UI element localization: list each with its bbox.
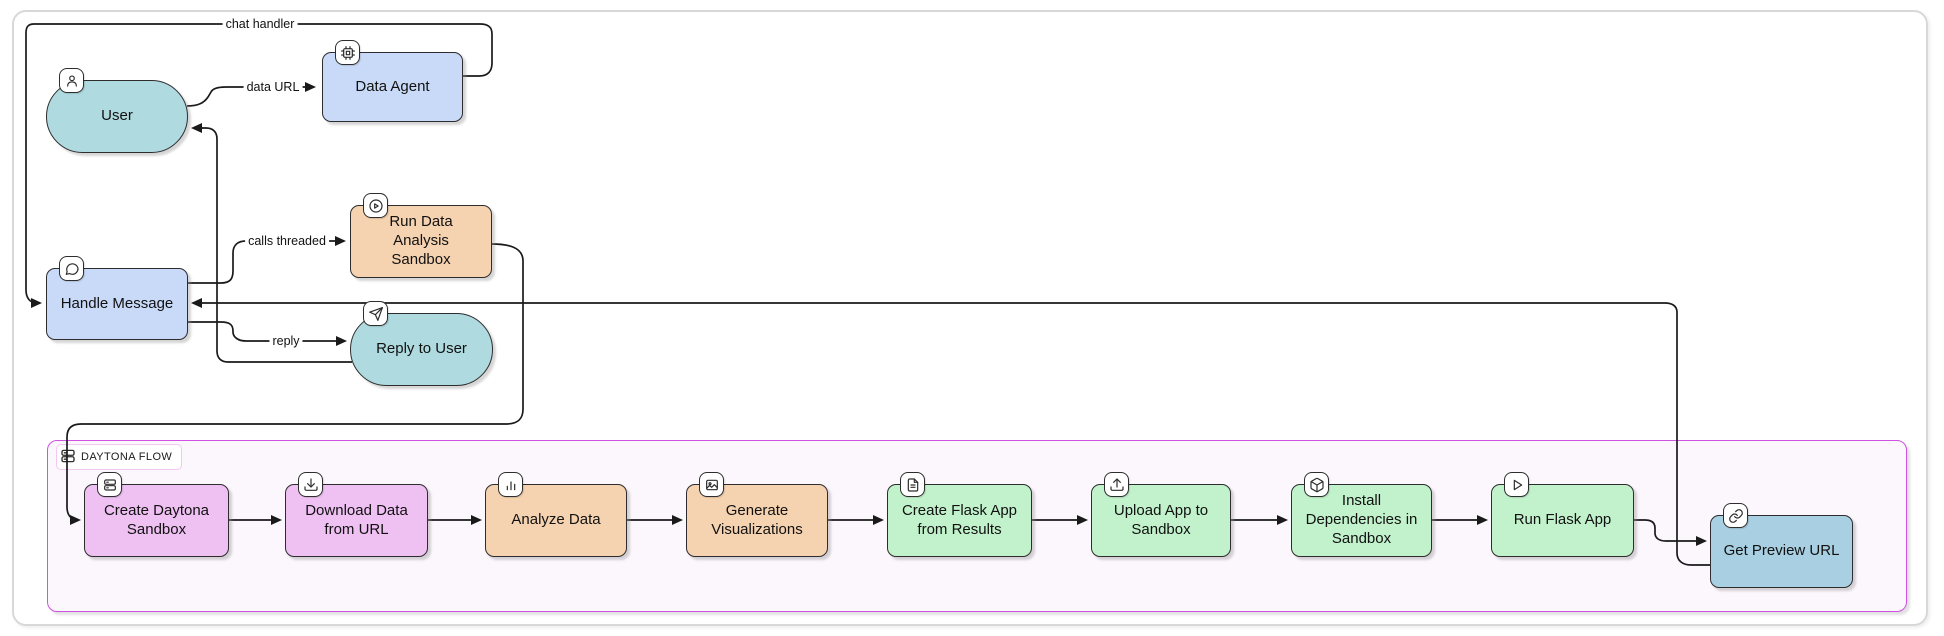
node-label: Create Daytona Sandbox bbox=[103, 501, 210, 538]
image-icon bbox=[699, 472, 724, 497]
node-label: Handle Message bbox=[60, 294, 174, 312]
subgraph-label-tab: DAYTONA FLOW bbox=[56, 444, 183, 470]
node-label: Run Data Analysis Sandbox bbox=[389, 213, 453, 268]
node-label: Reply to User bbox=[376, 340, 467, 358]
package-icon bbox=[1304, 472, 1329, 497]
node-run-data-analysis-sandbox[interactable]: Run Data Analysis Sandbox bbox=[350, 193, 492, 278]
edge-reply-to-user bbox=[191, 123, 352, 363]
edge-get-preview-to-handle-message bbox=[191, 298, 1710, 566]
edge-run-data-analysis-to-create-daytona bbox=[66, 243, 524, 525]
node-reply-to-user[interactable]: Reply to User bbox=[350, 301, 493, 386]
edge-run-flask-to-get-preview bbox=[1634, 519, 1707, 546]
paper-plane-icon bbox=[363, 301, 388, 326]
download-icon bbox=[298, 472, 323, 497]
node-label: Create Flask App from Results bbox=[901, 501, 1018, 538]
node-label: Data Agent bbox=[355, 77, 430, 95]
edge-user-to-data-agent bbox=[186, 82, 316, 107]
server-rack-icon bbox=[59, 447, 77, 468]
node-user[interactable]: User bbox=[46, 68, 188, 153]
bar-chart-icon bbox=[498, 472, 523, 497]
node-run-flask-app[interactable]: Run Flask App bbox=[1491, 472, 1634, 557]
node-install-dependencies-in-sandbox[interactable]: Install Dependencies in Sandbox bbox=[1291, 472, 1432, 557]
node-analyze-data[interactable]: Analyze Data bbox=[485, 472, 627, 557]
node-upload-app-to-sandbox[interactable]: Upload App to Sandbox bbox=[1091, 472, 1231, 557]
person-icon bbox=[59, 68, 84, 93]
node-label: Generate Visualizations bbox=[711, 501, 803, 538]
diagram-outer-frame bbox=[12, 10, 1928, 626]
node-label: Run Flask App bbox=[1513, 511, 1612, 529]
file-text-icon bbox=[900, 472, 925, 497]
link-icon bbox=[1723, 503, 1748, 528]
node-label: Download Data from URL bbox=[305, 501, 408, 538]
edge-label-calls-threaded: calls threaded bbox=[245, 234, 329, 248]
edge-label-chat-handler: chat handler bbox=[222, 17, 298, 31]
edge-label-reply: reply bbox=[269, 334, 303, 348]
node-label: Get Preview URL bbox=[1723, 542, 1840, 560]
server-rack-icon bbox=[97, 472, 122, 497]
node-create-daytona-sandbox[interactable]: Create Daytona Sandbox bbox=[84, 472, 229, 557]
node-download-data-from-url[interactable]: Download Data from URL bbox=[285, 472, 428, 557]
node-get-preview-url[interactable]: Get Preview URL bbox=[1710, 503, 1853, 588]
edge-handle-message-to-reply bbox=[188, 321, 347, 346]
upload-icon bbox=[1104, 472, 1129, 497]
subgraph-title: DAYTONA FLOW bbox=[81, 451, 173, 463]
play-circle-icon bbox=[363, 193, 388, 218]
node-handle-message[interactable]: Handle Message bbox=[46, 256, 188, 340]
play-icon bbox=[1504, 472, 1529, 497]
node-generate-visualizations[interactable]: Generate Visualizations bbox=[686, 472, 828, 557]
node-data-agent[interactable]: Data Agent bbox=[322, 40, 463, 122]
node-label: Upload App to Sandbox bbox=[1113, 501, 1209, 538]
cpu-icon bbox=[335, 40, 360, 65]
edge-handle-message-to-run-data-analysis bbox=[188, 236, 346, 284]
node-create-flask-app-from-results[interactable]: Create Flask App from Results bbox=[887, 472, 1032, 557]
node-label: Analyze Data bbox=[511, 511, 601, 529]
edge-label-data-url: data URL bbox=[243, 80, 303, 94]
chat-bubble-icon bbox=[59, 256, 84, 281]
node-label: Install Dependencies in Sandbox bbox=[1305, 492, 1418, 547]
node-label: User bbox=[101, 107, 133, 125]
